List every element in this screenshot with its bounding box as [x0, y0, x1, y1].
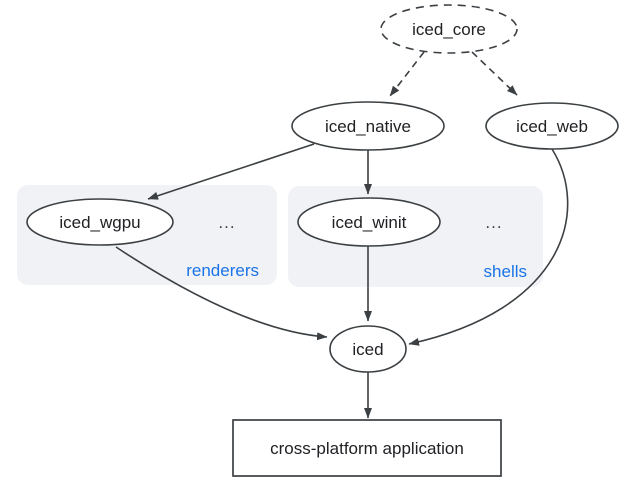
node-iced-wgpu-label: iced_wgpu — [59, 213, 140, 232]
node-iced-native-label: iced_native — [325, 117, 411, 136]
node-cross-platform-application — [232, 419, 502, 477]
node-iced-native — [291, 101, 445, 151]
edge-iced-core-to-iced-native — [389, 51, 425, 97]
shells-group-label: shells — [484, 262, 527, 281]
renderers-ellipsis: ... — [218, 213, 235, 232]
node-iced-web — [485, 102, 619, 150]
edge-iced-web-to-iced — [408, 148, 569, 346]
node-iced-wgpu — [26, 198, 174, 246]
edge-iced-wgpu-to-iced — [115, 246, 328, 341]
node-iced-label: iced — [352, 340, 383, 359]
node-iced-winit — [297, 197, 441, 247]
node-iced-web-label: iced_web — [516, 117, 588, 136]
shells-ellipsis: ... — [485, 213, 502, 232]
node-iced-winit-label: iced_winit — [332, 213, 407, 232]
edge-iced-native-to-iced-wgpu — [147, 143, 315, 200]
node-iced-core — [380, 4, 518, 54]
edge-iced-core-to-iced-web — [471, 51, 518, 96]
node-iced-core-label: iced_core — [412, 20, 486, 39]
node-iced — [329, 325, 407, 373]
renderers-group-label: renderers — [186, 261, 259, 280]
node-cross-platform-application-label: cross-platform application — [270, 439, 464, 458]
